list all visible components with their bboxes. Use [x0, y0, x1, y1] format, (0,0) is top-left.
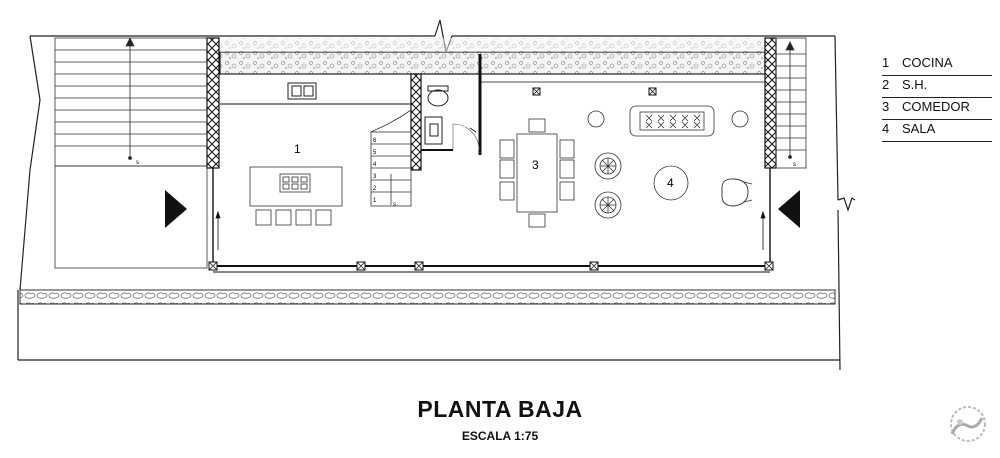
- room-legend: 1 COCINA 2 S.H. 3 COMEDOR 4 SALA: [882, 55, 992, 143]
- structural-columns: [208, 87, 774, 271]
- kitchen-stools-icon: [255, 209, 332, 226]
- legend-item: 2 S.H.: [882, 77, 992, 98]
- toilet-icon: [427, 85, 449, 107]
- east-stone-wall: [764, 37, 777, 169]
- legend-label-comedor: COMEDOR: [902, 99, 970, 114]
- drawing-scale: ESCALA 1:75: [461, 429, 539, 443]
- dining-table-icon: [499, 118, 575, 228]
- kitchen-island-icon: [249, 166, 343, 207]
- legend-item: 3 COMEDOR: [882, 99, 992, 120]
- bathroom-sink-icon: [424, 116, 443, 145]
- armchair-round-icons: [594, 152, 622, 219]
- entrance-arrow-right: [778, 190, 800, 228]
- legend-number: 3: [882, 99, 890, 114]
- exterior-stair-left: [54, 37, 208, 167]
- entrance-arrow-left: [165, 190, 187, 228]
- legend-label-cocina: COCINA: [902, 55, 953, 70]
- stair-step-2: 2: [373, 186, 377, 192]
- legend-number: 2: [882, 77, 890, 92]
- legend-label-sh: S.H.: [902, 77, 928, 92]
- lounge-chair-icon: [721, 178, 753, 207]
- north-wall-band: [219, 51, 766, 75]
- sofa-icon: [629, 105, 715, 137]
- gravel-path: [19, 289, 836, 305]
- side-table-left-icon: [587, 110, 605, 128]
- exterior-stair-right: [775, 37, 807, 169]
- site-boundary: [17, 19, 856, 371]
- legend-number: 4: [882, 121, 890, 136]
- stair-step-5: 5: [373, 150, 377, 156]
- stair-step-4: 4: [373, 162, 377, 168]
- interior-stair-step-numbers: 6 5 4 3 2 1: [373, 138, 377, 204]
- left-stair-arrow-label: s: [136, 160, 139, 166]
- west-stone-wall: [206, 37, 220, 169]
- room-number-dining: 3: [532, 158, 539, 172]
- room-number-kitchen: 1: [294, 142, 301, 156]
- kitchen-sink-icon: [287, 82, 317, 100]
- stair-step-1: 1: [373, 198, 377, 204]
- bathroom-door-swing: [452, 123, 480, 151]
- stair-stone-wall: [410, 73, 422, 171]
- stair-step-6: 6: [373, 138, 377, 144]
- legend-label-sala: SALA: [902, 121, 936, 136]
- watermark-logo-icon: [950, 406, 986, 442]
- house-enclosure: [212, 54, 771, 273]
- interior-stair-arrow-label: s: [393, 202, 396, 208]
- legend-number: 1: [882, 55, 890, 70]
- legend-item: 1 COCINA: [882, 55, 992, 76]
- interior-stair: [370, 109, 412, 207]
- drawing-title: PLANTA BAJA: [417, 396, 583, 422]
- legend-item: 4 SALA: [882, 121, 992, 142]
- stair-step-3: 3: [373, 174, 377, 180]
- side-table-right-icon: [731, 110, 749, 128]
- room-number-living: 4: [667, 176, 674, 190]
- coffee-table-icon: [653, 165, 689, 201]
- right-stair-arrow-label: s: [793, 162, 796, 168]
